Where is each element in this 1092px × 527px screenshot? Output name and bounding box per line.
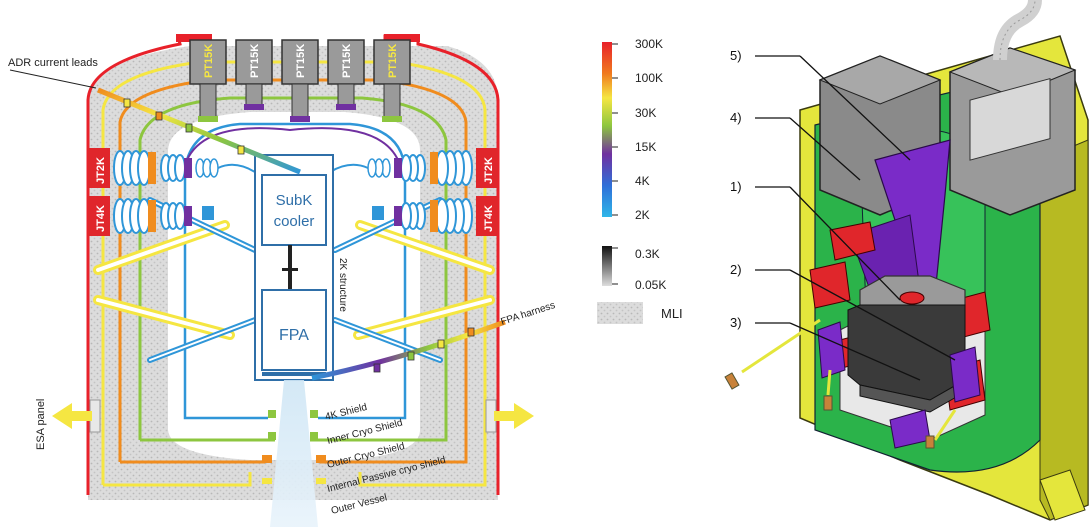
legend-0-05k: 0.05K	[635, 278, 666, 292]
callout-3: 3)	[730, 315, 742, 330]
adr-current-leads	[97, 87, 301, 175]
legend-2k: 2K	[635, 208, 650, 222]
jt-coolers-left: JT2K JT4K	[88, 148, 256, 236]
legend-15k: 15K	[635, 140, 656, 154]
temperature-legend: 300K 100K 30K 15K 4K 2K 0.3K 0.05K MLI	[597, 37, 683, 324]
bottom-feedthroughs	[262, 410, 326, 484]
fpa-harness-label: FPA harness	[500, 300, 557, 328]
legend-300k: 300K	[635, 37, 663, 51]
cad-cutaway: 5) 4) 1) 2) 3)	[724, 0, 1089, 521]
callout-1: 1)	[730, 179, 742, 194]
cad-red-parts	[829, 221, 876, 261]
fpa-label: FPA	[279, 327, 309, 344]
adr-label: ADR current leads	[8, 57, 98, 69]
jt4k-label: JT4K	[483, 205, 495, 232]
callout-leaders	[755, 55, 956, 381]
structure-label: 2K structure	[337, 258, 348, 312]
pt15k-label: PT15K	[249, 44, 261, 78]
legend-100k: 100K	[635, 71, 663, 85]
esa-panel-label: ESA panel	[35, 399, 47, 450]
harness-markers	[373, 327, 475, 373]
legend-mli: MLI	[661, 306, 683, 321]
pt15k-coolers: PT15K PT15K PT15K PT15K	[189, 39, 411, 122]
pt15k-label: PT15K	[341, 44, 353, 78]
temperature-colorbar	[602, 42, 612, 217]
pt15k-label: PT15K	[203, 44, 215, 78]
adr-lead-markers	[123, 98, 245, 155]
fpa-box	[261, 289, 327, 371]
legend-ticks	[612, 43, 618, 216]
jt2k-label: JT2K	[95, 157, 107, 184]
top-flange-right	[384, 34, 420, 42]
adr-leader	[9, 69, 97, 89]
subk-cooler-box	[261, 174, 327, 246]
low-temp-colorbar	[602, 246, 612, 286]
legend-30k: 30K	[635, 106, 656, 120]
structure-link-2	[282, 268, 298, 271]
cryostat-schematic: PT15K PT15K PT15K PT15K	[8, 34, 557, 527]
cooler-label: cooler	[274, 213, 315, 230]
jt2k-label: JT2K	[483, 157, 495, 184]
pt15k-label: PT15K	[295, 44, 307, 78]
cooler-loop	[184, 127, 401, 166]
pt15k-box	[189, 39, 227, 85]
legend-0-3k: 0.3K	[635, 247, 660, 261]
pt15k-label: PT15K	[387, 44, 399, 78]
legend-4k: 4K	[635, 174, 650, 188]
mli-swatch	[597, 302, 643, 324]
esa-panel-arrows	[52, 399, 534, 433]
callout-2: 2)	[730, 262, 742, 277]
fpa-harness	[311, 319, 506, 381]
top-flange-left	[176, 34, 212, 42]
inner-cryo-line	[138, 96, 448, 442]
jt-coolers-right: JT2K JT4K	[329, 148, 498, 236]
outer-vessel-line	[86, 34, 500, 495]
optical-beam	[270, 380, 318, 527]
callout-5: 5)	[730, 48, 742, 63]
callout-4: 4)	[730, 110, 742, 125]
jt4k-label: JT4K	[95, 205, 107, 232]
fpa-bottom-plate	[262, 372, 326, 376]
subk-label: SubK	[276, 192, 313, 209]
